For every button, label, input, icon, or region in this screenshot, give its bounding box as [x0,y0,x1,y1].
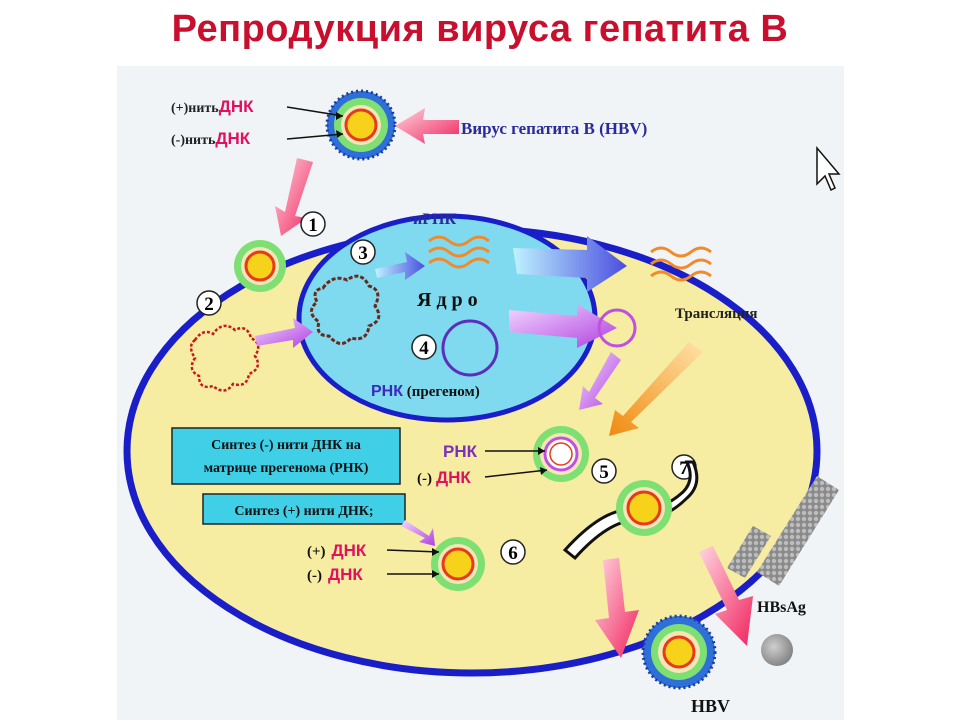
arrow-to-virus [395,108,459,144]
step-5: 5 [591,458,617,484]
svg-text:3: 3 [358,243,368,264]
pregenome-rna-cytoplasm [597,308,637,348]
svg-text:Синтез (+) нити ДНК;: Синтез (+) нити ДНК; [234,504,373,519]
arrow-pregenome-export [509,304,617,348]
pregenome-rna-nucleus [441,319,499,377]
plus-dnk-label-step6: (+)ДНК [307,541,367,560]
svg-text:1: 1 [308,215,318,236]
svg-text:2: 2 [204,294,214,315]
plus-strand-label: (+)нитьДНК [171,97,254,116]
virus-label: Вирус гепатита В (HBV) [461,119,647,138]
arrow-synth-plus [401,520,435,546]
synth-plus-box: Синтез (+) нити ДНК; [202,493,406,525]
arrow-exit-hbsag [699,546,753,646]
cccdna-in-nucleus [310,274,381,345]
rna-pregenome-label: РНК (прегеном) [371,383,480,400]
mouse-cursor-icon [816,145,841,192]
hbsag-label: HBsAg [757,599,806,616]
mrna-nucleus [428,235,490,269]
nucleus-label: Я д р о [417,289,478,311]
relaxed-dna-cytoplasm [189,324,260,392]
svg-text:7: 7 [679,458,689,479]
translation-label: Трансляция [675,306,758,322]
svg-text:Синтез (-) нити ДНК на: Синтез (-) нити ДНК на [211,438,361,453]
arrow-entry [275,158,313,236]
svg-text:6: 6 [508,543,518,564]
minus-dnk-label-step6: (-)ДНК [307,565,363,584]
hbv-label: HBV [691,696,730,716]
hbsag-sphere [761,634,793,666]
synth-minus-box: Синтез (-) нити ДНК на матрице прегенома… [171,427,401,485]
arrow-into-nucleus [255,318,313,348]
core-particle-pregenome [533,426,589,482]
minus-strand-label: (-)нитьДНК [171,129,251,148]
rna-label-step5: РНК [443,442,478,461]
virion-hbv-top [325,89,397,161]
core-particle-1 [234,240,286,292]
core-particle-er [616,480,672,536]
virion-hbv-released [641,614,717,690]
arrow-to-encapsidation [579,352,621,410]
mrna-label: иРНК [413,211,456,228]
core-particle-dsdna [431,537,485,591]
slide-title: Репродукция вируса гепатита В [171,8,789,50]
arrow-to-mrna [375,252,425,280]
svg-text:5: 5 [599,462,609,483]
step-4: 4 [411,334,437,360]
step-2: 2 [196,290,222,316]
arrow-mrna-export [513,236,627,292]
arrow-translation-core [609,342,703,436]
hbsag-filaments [727,476,839,586]
hbv-replication-diagram: (+)нитьДНК (-)нитьДНК Вирус гепатита В (… [117,66,844,720]
step-1: 1 [300,211,326,237]
svg-text:4: 4 [419,338,429,359]
step-6: 6 [500,539,526,565]
svg-text:матрице прегенома (РНК): матрице прегенома (РНК) [204,461,369,476]
step-3: 3 [350,239,376,265]
minus-dnk-label-step5: (-)ДНК [417,468,471,487]
arrow-exit-hbv [595,558,639,658]
mrna-cytoplasm [650,246,712,282]
